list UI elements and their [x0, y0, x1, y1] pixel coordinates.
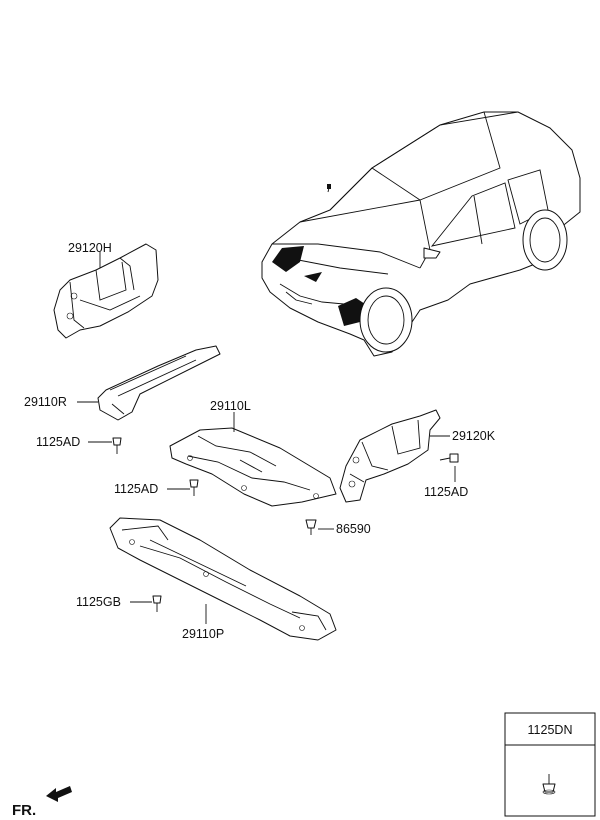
part-29120K-illustration [339, 409, 441, 503]
part-29110P-illustration [109, 517, 337, 641]
label-29110L: 29110L [210, 399, 251, 413]
inset-box-1125DN: 1125DN [504, 712, 596, 817]
arrow-left-icon [46, 786, 72, 802]
label-1125AD-right: 1125AD [424, 485, 468, 499]
car-illustration [261, 111, 581, 357]
label-29120H: 29120H [68, 241, 112, 255]
label-29110P: 29110P [182, 627, 224, 641]
bolt-1125AD-center [189, 479, 199, 496]
part-29120H-illustration [53, 243, 159, 339]
label-29120K: 29120K [452, 429, 496, 443]
label-86590: 86590 [336, 522, 371, 536]
label-1125AD-left: 1125AD [36, 435, 80, 449]
clip-86590 [305, 519, 317, 535]
label-1125GB: 1125GB [76, 595, 121, 609]
bolt-1125GB [152, 595, 162, 612]
bolt-1125DN-icon [542, 774, 556, 795]
bolt-1125AD-left [112, 437, 122, 454]
part-29110L-illustration [169, 427, 337, 507]
bolt-1125AD-right [439, 453, 459, 463]
part-29110R-illustration [97, 345, 221, 421]
label-29110R: 29110R [24, 395, 67, 409]
front-label: FR. [12, 802, 36, 819]
inset-title: 1125DN [528, 723, 573, 737]
front-direction-indicator: FR. [12, 786, 72, 819]
label-1125AD-center: 1125AD [114, 482, 158, 496]
